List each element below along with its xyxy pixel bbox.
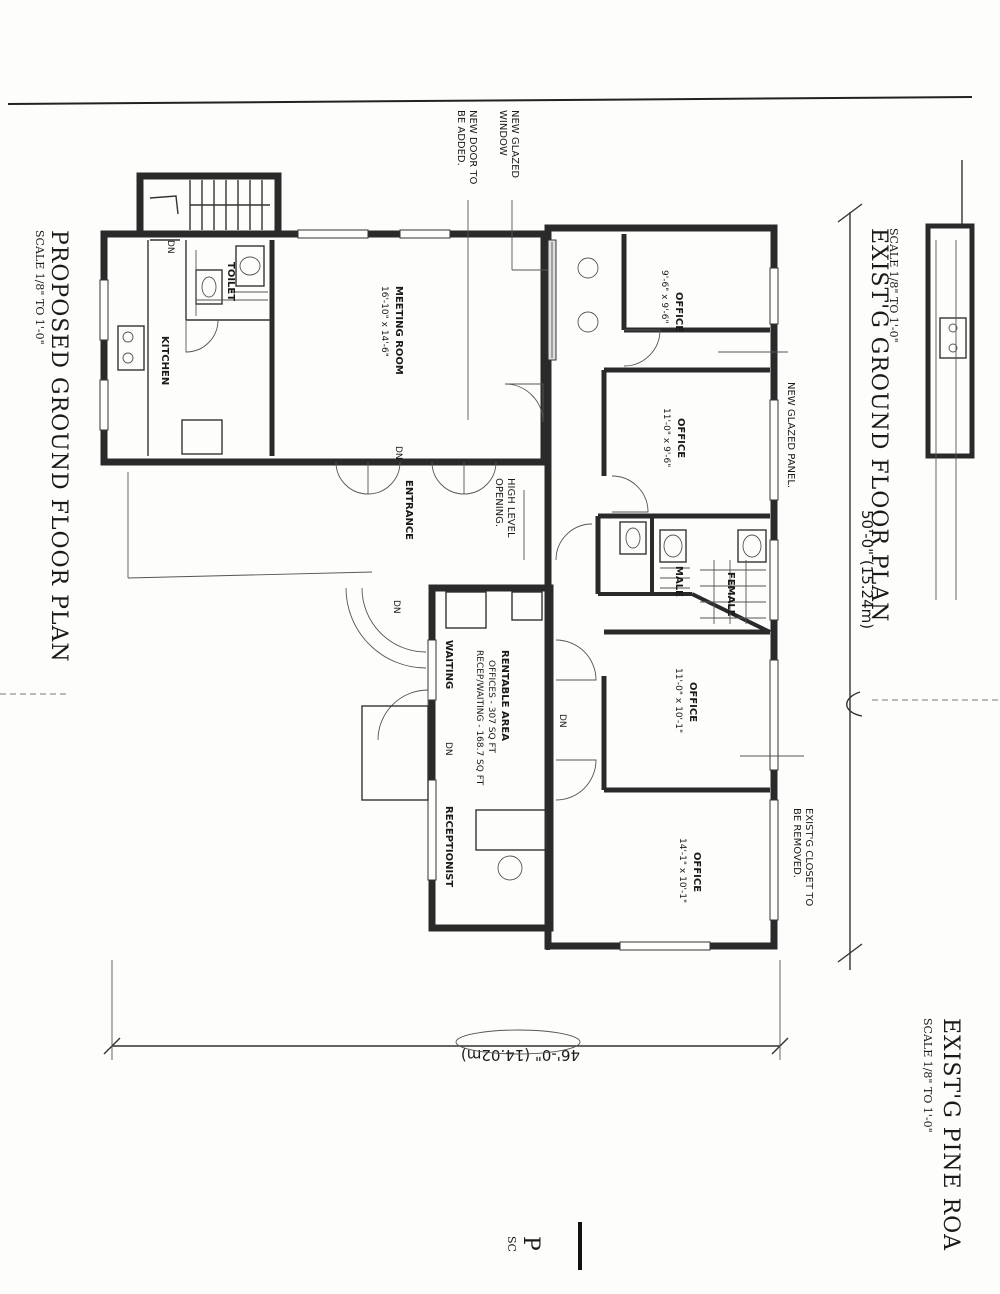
entrance-dn-label: DN [393,446,403,460]
rentable-reception: RECEP/WAITING - 168.7 SQ FT [474,650,484,786]
reception-dn-label: DN [443,742,453,756]
office-1-label: OFFICE [673,292,684,332]
office-4-label: OFFICE [691,852,702,892]
office-1-size: 9'-6" x 9'-6" [659,270,669,324]
fixtures [117,245,767,881]
overall-width-dim: 46'-0" (14.02m) [461,1046,580,1064]
partial-scale: SC [505,1236,518,1252]
stair [149,180,270,241]
existing-plan-fragment [925,160,975,600]
existing-scale: SCALE 1/8" TO 1'-0" [887,228,900,343]
porch-dn-label: DN [391,600,401,614]
overall-length-dim: 50'-0" (15.24m) [858,510,876,629]
high-level-note-1: HIGH LEVEL [505,478,516,538]
partial-title: P [518,1236,543,1252]
office-2-label: OFFICE [675,418,686,458]
door-swings [127,319,661,801]
dimension-lines [103,203,863,1060]
pine-scale: SCALE 1/8" TO 1'-0" [921,1018,934,1133]
existing-title: EXIST'G GROUND FLOOR PLAN [866,228,891,622]
meeting-room-label: MEETING ROOM [393,286,404,375]
office-3-label: OFFICE [687,682,698,722]
proposed-scale: SCALE 1/8" TO 1'-0" [33,230,46,345]
rentable-area-label: RENTABLE AREA [499,650,510,741]
high-level-note-2: OPENING. [493,478,504,527]
office-2-size: 11'-0" x 9'-6" [661,408,671,467]
meeting-room-size: 16'-10" x 14'-6" [379,286,389,357]
proposed-title: PROPOSED GROUND FLOOR PLAN [46,230,71,663]
kitchen-label: KITCHEN [159,336,170,385]
waiting-label: WAITING [443,640,454,689]
pine-title: EXIST'G PINE ROA [938,1018,963,1251]
office-4-size: 14'-1" x 10'-1" [677,838,687,903]
washroom-tile [195,250,766,624]
new-door-note-2: BE ADDED. [455,110,466,166]
glazed-window-note-2: WINDOW [497,110,508,156]
rentable-offices: OFFICES - 307 SQ FT [486,660,496,753]
glazed-panel-note: NEW GLAZED PANEL. [785,382,796,488]
new-door-note-1: NEW DOOR TO [467,110,478,185]
closet-note-2: BE REMOVED. [791,808,802,878]
windows [99,229,779,951]
receptionist-label: RECEPTIONIST [443,806,454,887]
corridor-dn-label: DN [557,714,567,728]
width-dim-circle [455,1029,581,1055]
stair-dn-label: DN [165,240,175,254]
leader-lines [467,200,804,757]
closet-note-1: EXIST'G CLOSET TO [803,808,814,906]
toilet-label: TOILET [225,262,236,301]
female-label: FEMALE [725,572,736,617]
glazed-window-note-1: NEW GLAZED [509,110,520,178]
male-label: MALE [673,566,684,597]
length-dim-arrow [846,691,863,717]
office-3-size: 11'-0" x 10'-1" [673,668,683,733]
entrance-label: ENTRANCE [403,480,414,540]
sheet-top-rule [7,96,973,105]
